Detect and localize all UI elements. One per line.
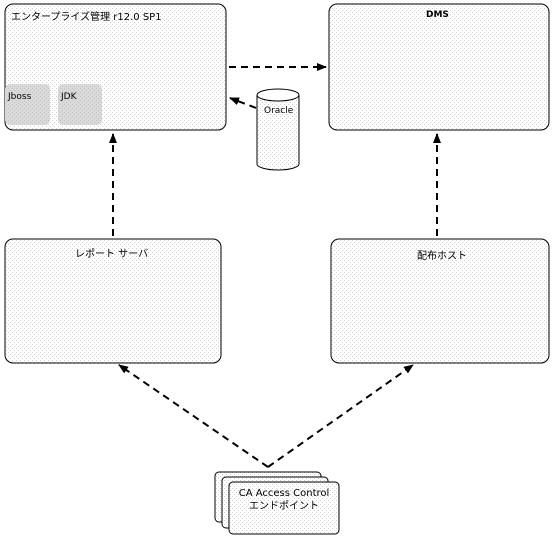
oracle-label: Oracle (264, 106, 294, 116)
report-server-node (4, 238, 222, 364)
report-server-label: レポート サーバ (75, 249, 149, 260)
endpoint-label-line2: エンドポイント (249, 501, 319, 512)
jdk-label: JDK (61, 92, 77, 102)
jboss-label: Jboss (8, 92, 32, 102)
edge-endpoint-to-distribution (267, 364, 414, 468)
distribution-host-node (330, 238, 550, 364)
oracle-database-node (256, 88, 300, 171)
dms-label: DMS (426, 10, 449, 20)
jdk-component (58, 84, 102, 125)
jboss-component (5, 84, 50, 125)
dms-node (328, 3, 550, 131)
enterprise-manager-node (4, 3, 227, 131)
enterprise-manager-label: エンタープライズ管理 r12.0 SP1 (11, 12, 162, 23)
endpoint-label-line1: CA Access Control (238, 488, 330, 499)
endpoint-node (214, 471, 340, 535)
edge-endpoint-to-report (118, 364, 269, 468)
distribution-host-label: 配布ホスト (417, 251, 467, 262)
edge-oracle-to-enterprise (229, 97, 257, 109)
